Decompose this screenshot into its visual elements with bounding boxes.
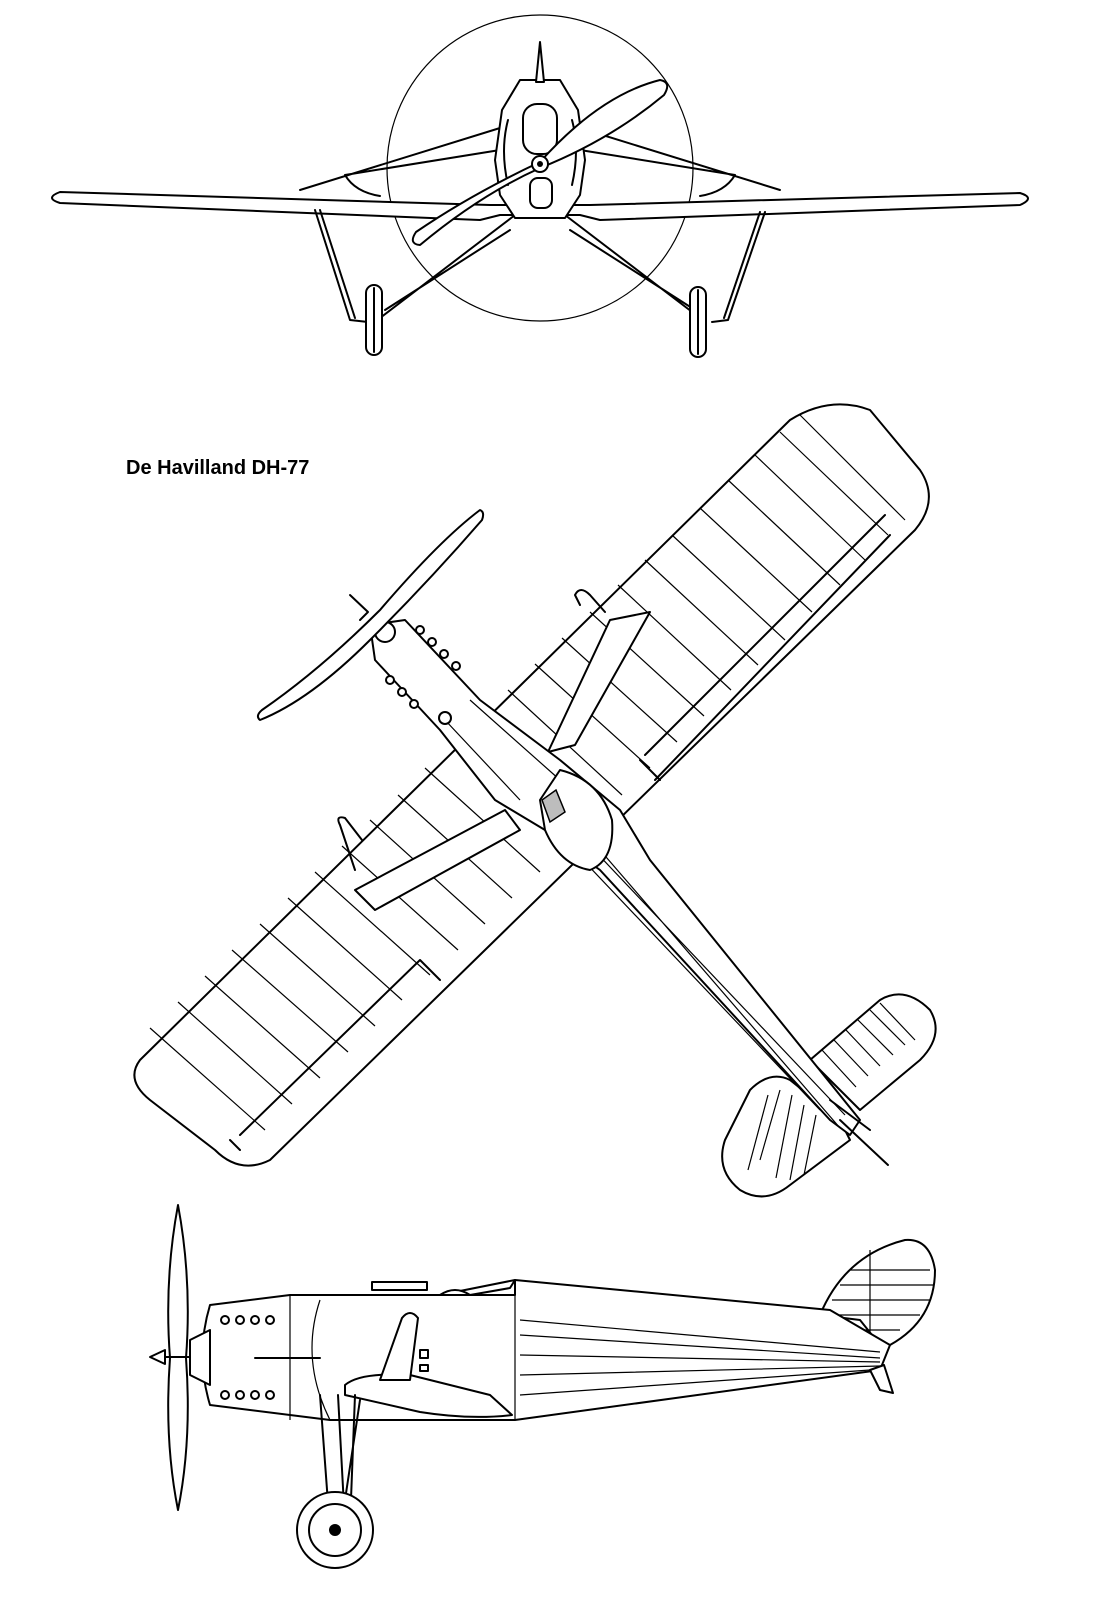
side-undercarriage: [319, 1394, 361, 1531]
side-spinner: [189, 1329, 211, 1386]
top-fuselage: [369, 619, 861, 1136]
top-wing-ailerons: [229, 514, 891, 1151]
side-wing: [344, 1373, 513, 1418]
side-wing-strut: [379, 1312, 419, 1381]
side-canopy: [439, 1279, 516, 1296]
front-wing-struts: [299, 127, 781, 197]
top-view: [133, 403, 937, 1198]
drawing-title: De Havilland DH-77: [126, 457, 310, 479]
top-windscreen: [541, 788, 566, 824]
top-tailplane: [809, 993, 937, 1111]
front-undercarriage: [314, 209, 766, 323]
top-propeller: [256, 509, 485, 721]
side-view: [149, 1204, 936, 1569]
side-fuselage: [201, 1279, 891, 1421]
top-wing-struts: [547, 611, 651, 753]
front-fin: [535, 41, 545, 83]
front-view: [51, 14, 1029, 358]
